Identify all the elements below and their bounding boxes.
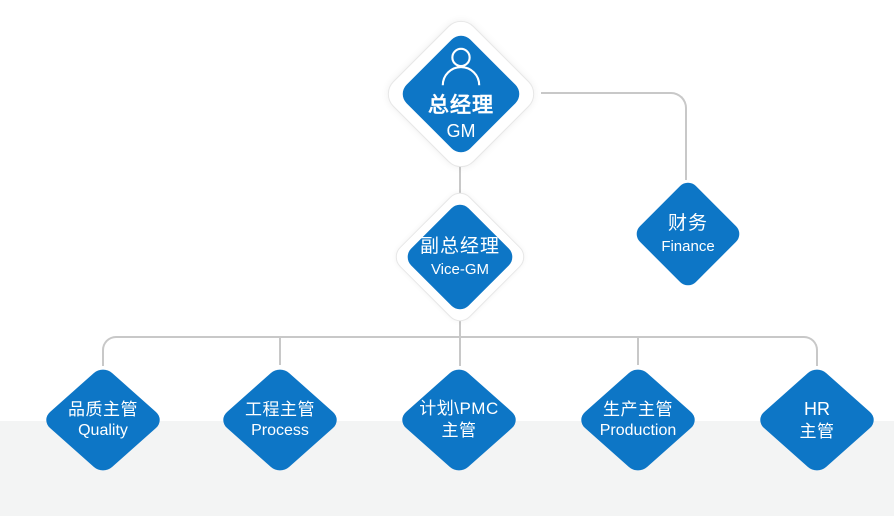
node-gm: 总经理 GM: [380, 13, 542, 175]
node-subtitle: Production: [599, 421, 677, 439]
node-title: 副总经理: [419, 236, 500, 258]
connector-gm-vice: [459, 156, 461, 216]
node-pmc: 计划\PMC 主管: [396, 361, 522, 479]
node-finance: 财务 Finance: [632, 178, 744, 290]
connector-gm-finance: [541, 92, 687, 180]
connector-bus: [102, 336, 818, 366]
node-production: 生产主管 Production: [575, 361, 701, 479]
node-subtitle: 主管: [441, 421, 477, 440]
connector-drop-process: [279, 337, 281, 365]
node-title: 品质主管: [68, 399, 138, 419]
node-subtitle: Process: [251, 421, 309, 439]
node-title: 生产主管: [603, 399, 673, 419]
node-quality: 品质主管 Quality: [40, 361, 166, 479]
node-process: 工程主管 Process: [217, 361, 343, 479]
node-subtitle: GM: [446, 120, 476, 141]
person-icon: [441, 47, 481, 86]
node-title: 计划\PMC: [419, 399, 499, 419]
connector-drop-production: [637, 337, 639, 365]
node-hr: HR 主管: [754, 361, 880, 479]
node-title: 总经理: [428, 94, 494, 118]
node-title: 财务: [667, 213, 708, 235]
node-subtitle: Finance: [661, 237, 715, 255]
node-title: 工程主管: [245, 399, 315, 419]
node-subtitle: 主管: [799, 421, 835, 441]
node-vice-gm: 副总经理 Vice-GM: [389, 186, 531, 328]
node-subtitle: Vice-GM: [430, 260, 490, 278]
node-title: HR: [804, 398, 830, 419]
node-subtitle: Quality: [78, 421, 128, 439]
